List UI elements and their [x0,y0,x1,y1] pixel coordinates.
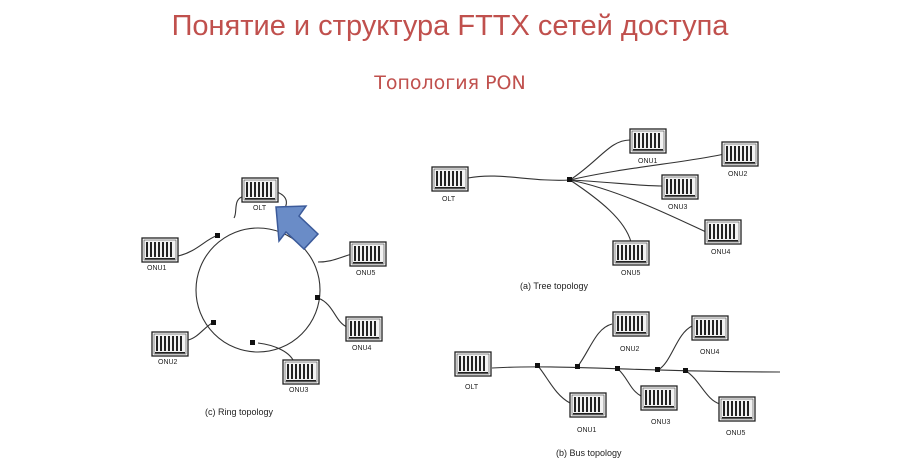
tree-topology: OLT ONU1 ONU2 ONU3 ONU4 ONU5 (a) Tree to… [431,128,759,291]
bus-onu5-wire [685,370,721,405]
bus-tap [535,363,540,368]
bus-tap [655,367,660,372]
ring-onu1-label: ONU1 [147,265,167,272]
bus-trunk-wire [491,366,781,373]
bus-onu3-wire [617,368,642,397]
ring-onu4-label: ONU4 [352,345,372,352]
ring-coupler [211,320,216,325]
ring-olt-device [241,177,279,203]
ring-onu1-wire [177,235,217,257]
bus-tap [683,368,688,373]
tree-onu1-wire [569,139,631,181]
bus-olt-device [454,351,492,377]
tree-onu5-device [612,240,650,266]
tree-onu3-label: ONU3 [668,204,688,211]
tree-caption: (a) Tree topology [520,281,589,291]
tree-onu5-label: ONU5 [621,270,641,277]
bus-onu5-label: ONU5 [726,430,746,437]
ring-olt-label: OLT [253,205,267,212]
tree-onu4-device [704,219,742,245]
ring-onu3-device [282,359,320,385]
bus-onu2-device [612,311,650,337]
ring-caption: (c) Ring topology [205,407,274,417]
bus-onu3-label: ONU3 [651,419,671,426]
bus-onu1-label: ONU1 [577,427,597,434]
pointer-arrow-icon [275,205,320,251]
ring-coupler [215,233,220,238]
bus-onu3-device [640,385,678,411]
tree-onu1-device [629,128,667,154]
bus-onu5-device [718,396,756,422]
ring-onu2-label: ONU2 [158,359,178,366]
bus-onu4-label: ONU4 [700,349,720,356]
bus-olt-label: OLT [465,384,479,391]
bus-topology: OLT ONU1 ONU2 ONU3 ONU4 ONU5 (b) Bus top… [454,311,781,458]
bus-onu2-label: ONU2 [620,346,640,353]
page-subtitle: Топология PON [374,72,526,94]
ring-topology: OLT ONU1 ONU2 ONU3 ONU4 ONU5 (c) Ring to… [141,177,387,417]
page-title: Понятие и структура FTTX сетей доступа [171,10,729,42]
bus-onu1-device [569,392,607,418]
tree-onu3-wire [569,179,665,187]
ring-coupler [250,340,255,345]
tree-trunk-wire [467,175,571,181]
tree-olt-label: OLT [442,196,456,203]
tree-onu2-device [721,141,759,167]
bus-onu2-wire [577,323,613,367]
ring-onu2-wire [187,321,215,341]
tree-olt-device [431,166,469,192]
tree-onu3-device [661,174,699,200]
tree-onu4-wire [569,179,707,233]
bus-onu4-wire [657,325,693,371]
tree-onu1-label: ONU1 [638,158,658,165]
ring-coupler [315,295,320,300]
ring-onu5-device [349,241,387,267]
ring-onu3-wire [257,342,295,363]
tree-onu5-wire [569,179,632,243]
bus-tap [615,366,620,371]
ring-loop [195,227,321,353]
bus-caption: (b) Bus topology [556,448,622,458]
bus-onu1-wire [537,365,571,404]
ring-onu5-label: ONU5 [356,270,376,277]
tree-onu4-label: ONU4 [711,249,731,256]
ring-onu4-device [345,316,383,342]
tree-splitter [567,177,572,182]
bus-onu4-device [691,315,729,341]
bus-tap [575,364,580,369]
tree-onu2-wire [569,153,725,181]
ring-onu4-wire [317,297,348,328]
ring-onu1-device [141,237,179,263]
ring-onu5-wire [317,253,353,263]
ring-onu3-label: ONU3 [289,387,309,394]
tree-onu2-label: ONU2 [728,171,748,178]
ring-onu2-device [151,331,189,357]
